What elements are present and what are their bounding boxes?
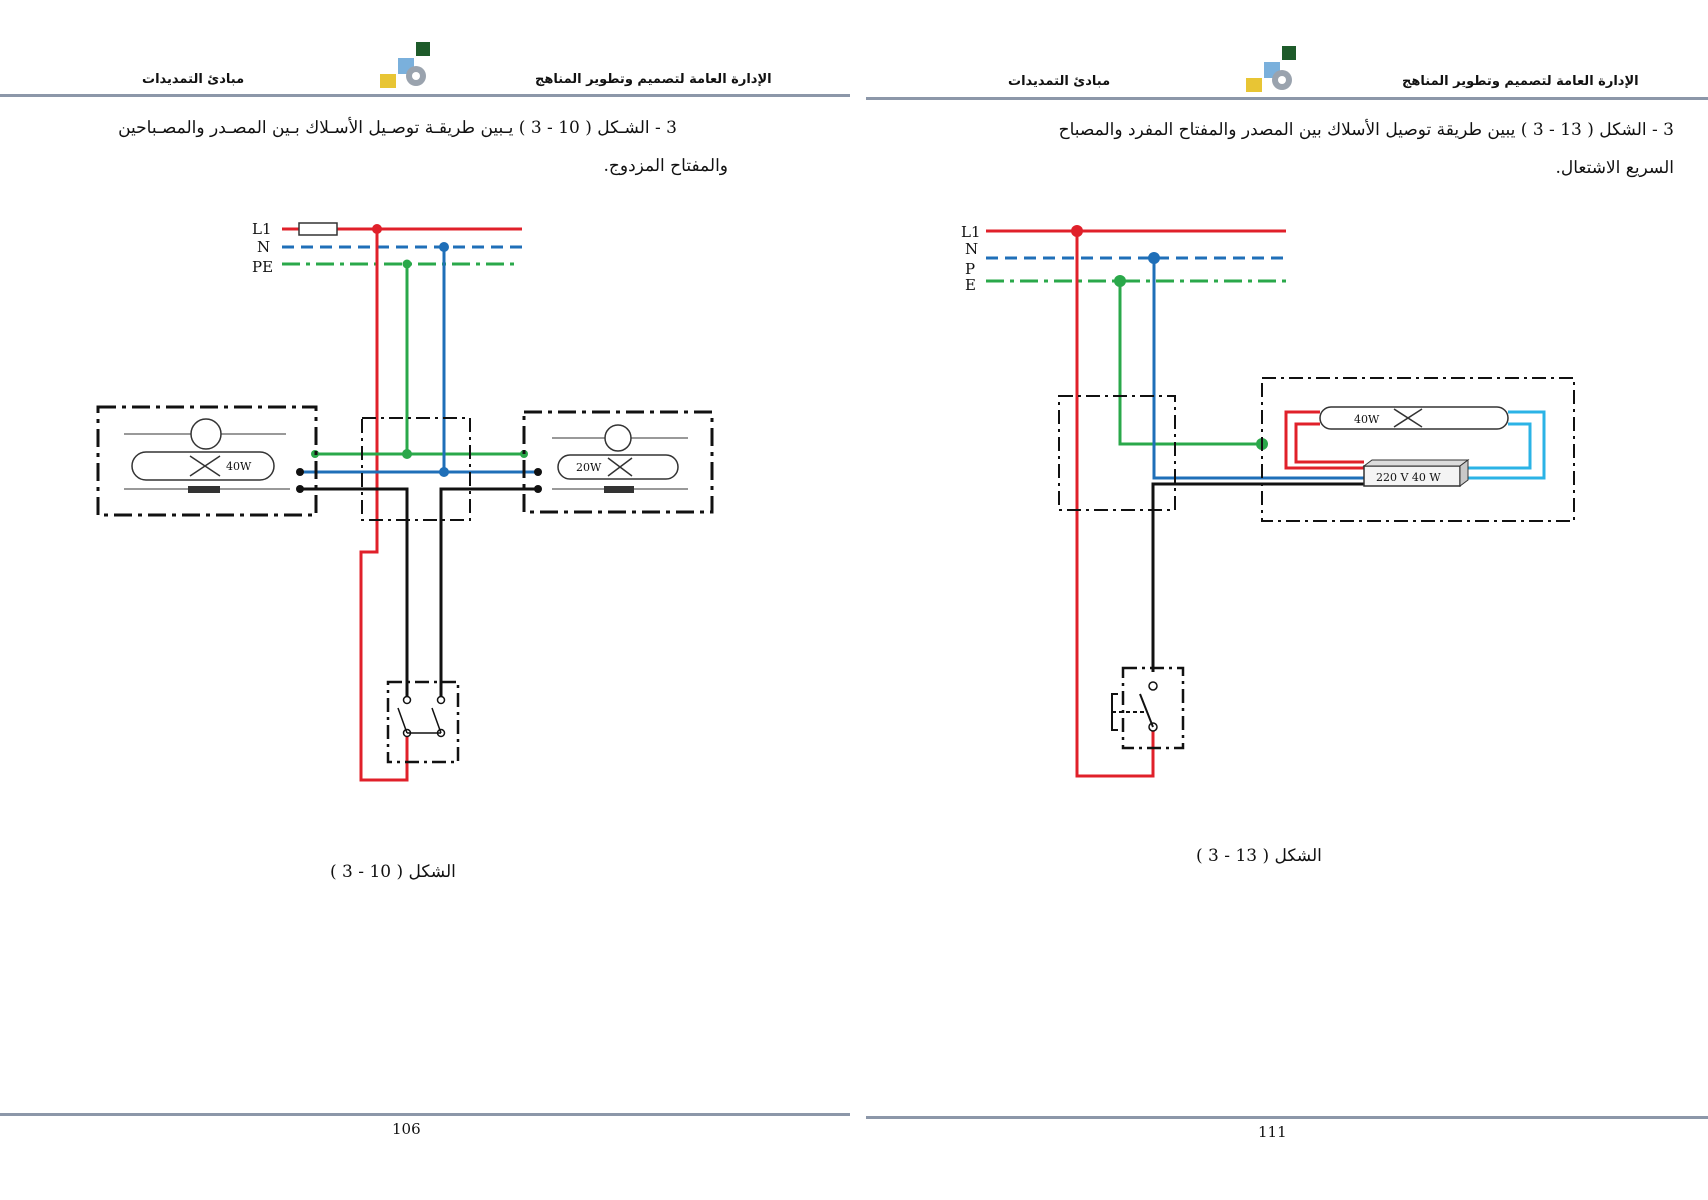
lamp2-fixture-box bbox=[522, 410, 714, 514]
lamp2-terminal-n bbox=[534, 468, 542, 476]
lamp2-terminal-l bbox=[534, 485, 542, 493]
lamp1-ballast-icon bbox=[188, 486, 220, 493]
fixture-box bbox=[1261, 377, 1575, 522]
fuse-icon bbox=[298, 222, 338, 236]
lamp1-terminal-n bbox=[296, 468, 304, 476]
page-number: 111 bbox=[1258, 1123, 1287, 1141]
lamp2-power-label: 20W bbox=[576, 461, 602, 474]
switch-contact-2-icon bbox=[431, 707, 442, 734]
label-p: P bbox=[965, 260, 975, 278]
label-n: N bbox=[257, 238, 270, 256]
figure-caption: الشكل ( 10 - 3 ) bbox=[330, 862, 456, 882]
header-org: الإدارة العامة لتصميم وتطوير المناهج bbox=[1402, 74, 1639, 89]
footer-rule bbox=[866, 1116, 1708, 1119]
label-n: N bbox=[965, 240, 978, 258]
earth-junction bbox=[402, 259, 412, 269]
neutral-drop-wire bbox=[1152, 258, 1364, 480]
lamp-lead-red-2 bbox=[1294, 422, 1364, 464]
phase-drop-wire bbox=[359, 229, 409, 782]
wiring-diagram-double-switch: L1 N PE bbox=[96, 220, 714, 782]
earth-junction-box bbox=[402, 449, 412, 459]
lamp1-power-label: 40W bbox=[226, 460, 252, 473]
phase-drop-wire bbox=[1075, 231, 1155, 778]
header-org: الإدارة العامة لتصميم وتطوير المناهج bbox=[535, 72, 772, 87]
label-l1: L1 bbox=[252, 220, 272, 238]
phase-junction bbox=[372, 224, 382, 234]
junction-box bbox=[361, 417, 471, 521]
switch-contact-icon bbox=[1139, 693, 1154, 728]
lamp2-starter-icon bbox=[604, 424, 632, 452]
figure-caption: الشكل ( 13 - 3 ) bbox=[1196, 846, 1322, 866]
description-line-1: 3 - الشـكل ( 10 - 3 ) يـبين طريقـة توصـي… bbox=[118, 118, 677, 138]
lamp1-starter-icon bbox=[190, 418, 222, 450]
lamp1-fixture-box bbox=[96, 405, 318, 517]
right-page: مبادئ التمديدات الإدارة العامة لتصميم وت… bbox=[866, 0, 1708, 1200]
header-title: مبادئ التمديدات bbox=[142, 72, 245, 87]
wiring-diagram-single-switch: L1 N P E 40W 220 V 40 bbox=[961, 223, 1575, 778]
phase-junction bbox=[1071, 225, 1083, 237]
neutral-junction-box bbox=[439, 467, 449, 477]
junction-box bbox=[1058, 395, 1176, 511]
header-title: مبادئ التمديدات bbox=[1008, 74, 1111, 89]
tube-icon bbox=[1319, 406, 1509, 430]
footer-rule bbox=[0, 1113, 850, 1116]
header-rule bbox=[866, 97, 1708, 100]
page-number: 106 bbox=[392, 1120, 421, 1138]
switched-wire-lamp2 bbox=[439, 487, 538, 700]
description-line-1: 3 - الشكل ( 13 - 3 ) يبين طريقة توصيل ال… bbox=[1058, 120, 1674, 140]
single-switch-box bbox=[1121, 666, 1185, 750]
earth-drop-wire bbox=[1118, 281, 1262, 446]
description-line-2: والمفتاح المزدوج. bbox=[603, 156, 729, 176]
ballast-label: 220 V 40 W bbox=[1376, 471, 1441, 484]
switched-wire bbox=[1151, 482, 1364, 672]
lamp-lead-cyan-2 bbox=[1460, 422, 1532, 470]
switched-wire-lamp1 bbox=[300, 487, 409, 700]
neutral-junction bbox=[439, 242, 449, 252]
label-pe: PE bbox=[252, 258, 273, 276]
lamp1-terminal-l bbox=[296, 485, 304, 493]
left-page: مبادئ التمديدات الإدارة العامة لتصميم وت… bbox=[0, 0, 850, 1200]
lamp2-ballast-icon bbox=[604, 486, 634, 493]
label-e: E bbox=[965, 276, 976, 294]
earth-junction bbox=[1114, 275, 1126, 287]
neutral-junction bbox=[1148, 252, 1160, 264]
lamp2-tube-icon bbox=[557, 454, 679, 480]
curriculum-logo-icon bbox=[1246, 46, 1296, 92]
lamp-power-label: 40W bbox=[1354, 413, 1380, 426]
double-switch-box bbox=[386, 680, 460, 764]
curriculum-logo-icon bbox=[380, 42, 430, 88]
switch-contact-1-icon bbox=[397, 707, 408, 734]
label-l1: L1 bbox=[961, 223, 981, 241]
header-rule bbox=[0, 94, 850, 97]
description-line-2: السريع الاشتعال. bbox=[1555, 158, 1674, 178]
lamp1-tube-icon bbox=[131, 451, 275, 481]
lamp-lead-cyan-1 bbox=[1460, 410, 1546, 480]
lamp-lead-red-1 bbox=[1284, 410, 1364, 470]
